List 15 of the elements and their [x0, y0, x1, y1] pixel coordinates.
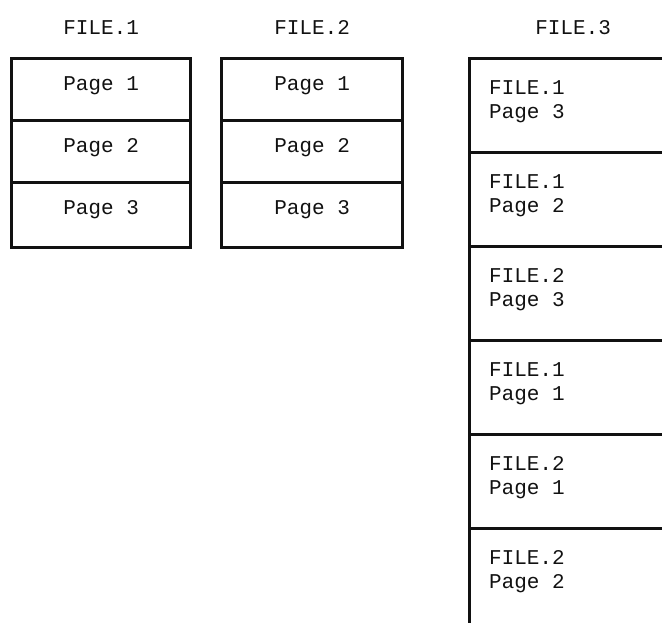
- page-label: FILE.1 Page 2: [489, 172, 565, 220]
- page-label: FILE.2 Page 2: [489, 548, 565, 596]
- page-label: Page 2: [62, 136, 140, 160]
- file-name-label: FILE.2: [273, 18, 351, 41]
- page-label: FILE.2 Page 3: [489, 266, 565, 314]
- file-name-label: FILE.3: [534, 18, 612, 41]
- page-label: Page 1: [273, 74, 351, 98]
- file-name-label: FILE.1: [62, 18, 140, 41]
- page-label: Page 1: [62, 74, 140, 98]
- page-label: FILE.2 Page 1: [489, 454, 565, 502]
- page-label: FILE.1 Page 1: [489, 360, 565, 408]
- page-label: Page 3: [273, 198, 351, 222]
- page-label: Page 2: [273, 136, 351, 160]
- page-label: FILE.1 Page 3: [489, 78, 565, 126]
- page-label: Page 3: [62, 198, 140, 222]
